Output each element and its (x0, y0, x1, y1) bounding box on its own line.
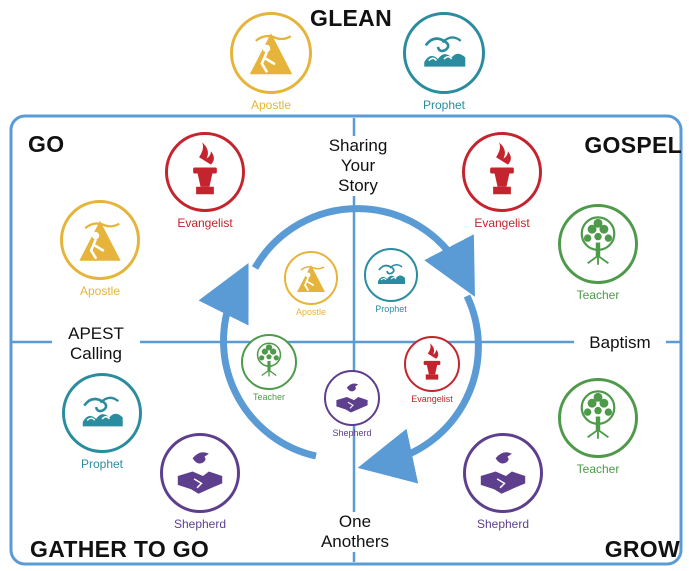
badge-evangelist-1: Evangelist (165, 132, 245, 232)
wave-swirl-icon (403, 12, 485, 94)
badge-label-evangelist: Evangelist (177, 216, 233, 230)
badge-label-prophet: Prophet (422, 98, 466, 112)
handshake-dove-icon (324, 370, 380, 426)
badge-label-apostle: Apostle (79, 284, 121, 298)
axis-label-bottom-line2: Anothers (320, 532, 390, 551)
axis-label-top: Sharing Your Story (312, 136, 404, 196)
heading-go: GO (28, 131, 65, 157)
wave-swirl-icon (62, 373, 142, 453)
badge-teacher-2: Teacher (558, 378, 638, 478)
badge-label-prophet: Prophet (80, 457, 124, 471)
mountain-climber-icon (60, 200, 140, 280)
badge-label-apostle: Apostle (250, 98, 292, 112)
badge-label-teacher: Teacher (576, 288, 620, 302)
axis-label-bottom-line1: One (338, 512, 372, 531)
badge-label-shepherd: Shepherd (476, 517, 530, 531)
axis-label-right: Baptism (574, 333, 666, 353)
badge-shepherd-3: Shepherd (324, 370, 380, 441)
heading-gather-to-go: GATHER TO GO (30, 536, 210, 562)
torch-icon (404, 336, 460, 392)
badge-label-shepherd: Shepherd (332, 428, 372, 438)
badge-teacher-1: Teacher (558, 204, 638, 304)
handshake-dove-icon (463, 433, 543, 513)
badge-prophet-3: Prophet (364, 248, 418, 317)
badge-apostle-1: Apostle (230, 12, 312, 114)
torch-icon (165, 132, 245, 212)
badge-apostle-2: Apostle (60, 200, 140, 300)
torch-icon (462, 132, 542, 212)
badge-label-shepherd: Shepherd (173, 517, 227, 531)
tree-icon (558, 378, 638, 458)
heading-glean: GLEAN (310, 5, 392, 31)
badge-label-prophet: Prophet (375, 304, 407, 314)
tree-icon (241, 334, 297, 390)
heading-grow: GROW (604, 536, 680, 562)
axis-label-top-line1: Sharing (328, 136, 388, 155)
axis-label-bottom: One Anothers (304, 512, 406, 552)
wave-swirl-icon (364, 248, 418, 302)
cycle-arrow-right-bottom (357, 294, 482, 484)
badge-label-apostle: Apostle (295, 307, 327, 317)
axis-label-left: APEST Calling (52, 324, 140, 364)
badge-shepherd-2: Shepherd (463, 433, 543, 533)
badge-shepherd-1: Shepherd (160, 433, 240, 533)
badge-evangelist-2: Evangelist (462, 132, 542, 232)
badge-prophet-1: Prophet (403, 12, 485, 114)
mountain-climber-icon (284, 251, 338, 305)
cycle-arrow-top-right (251, 205, 475, 297)
axis-label-top-line2: Your (340, 156, 376, 175)
badge-label-teacher: Teacher (252, 392, 286, 402)
axis-label-left-line2: Calling (70, 344, 122, 363)
axis-label-left-line1: APEST (68, 324, 124, 343)
heading-gospel: GOSPEL (584, 132, 682, 158)
badge-label-evangelist: Evangelist (411, 394, 453, 404)
badge-apostle-3: Apostle (284, 251, 338, 320)
tree-icon (558, 204, 638, 284)
cycle-arrow-left (198, 262, 317, 460)
badge-prophet-2: Prophet (62, 373, 142, 473)
handshake-dove-icon (160, 433, 240, 513)
badge-label-teacher: Teacher (576, 462, 620, 476)
mountain-climber-icon (230, 12, 312, 94)
outer-frame (9, 114, 683, 566)
badge-evangelist-3: Evangelist (404, 336, 460, 407)
badge-teacher-3: Teacher (241, 334, 297, 405)
axis-label-top-line3: Story (338, 176, 378, 195)
badge-label-evangelist: Evangelist (474, 216, 530, 230)
